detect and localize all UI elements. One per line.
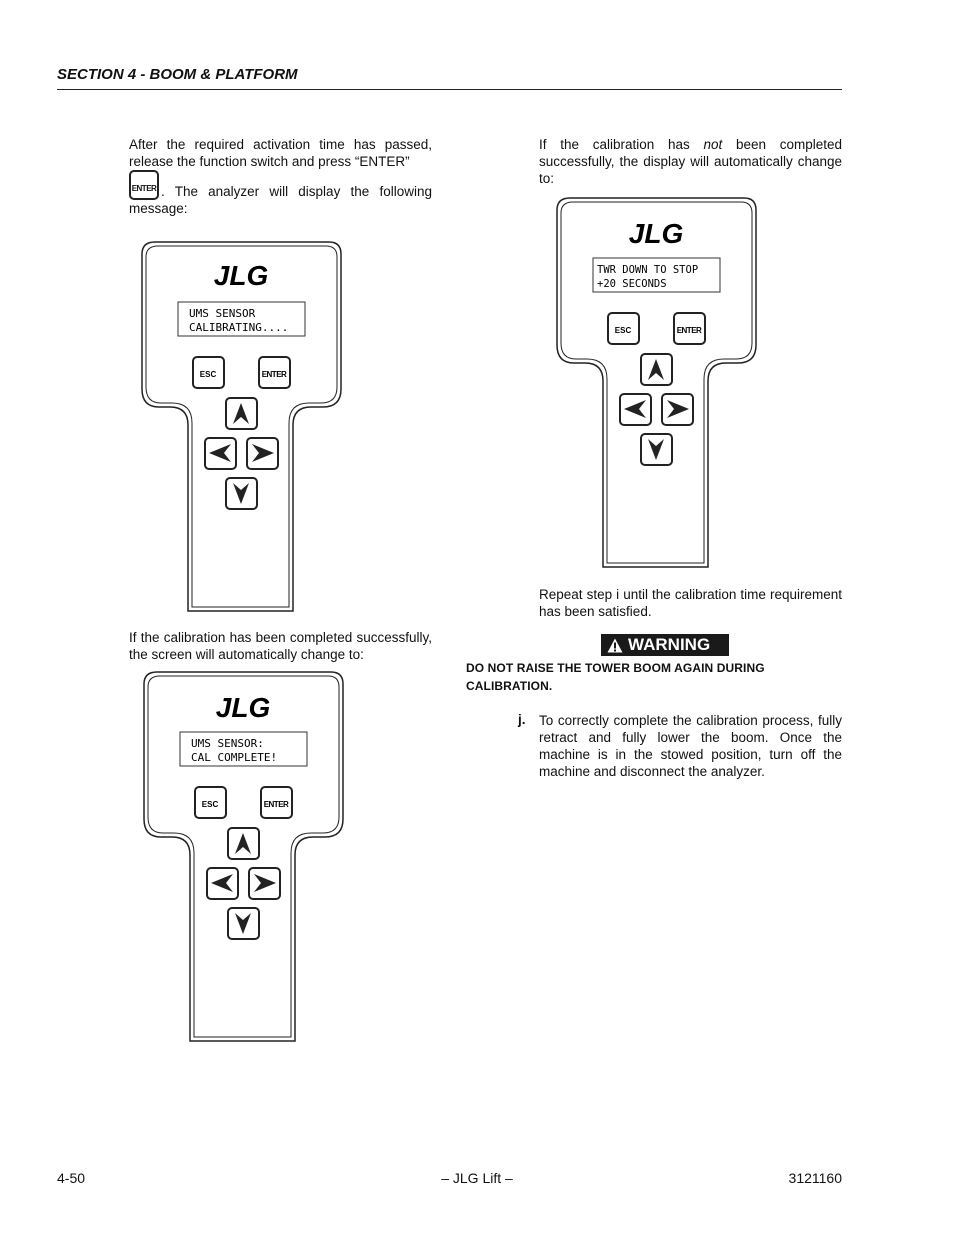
enter-button-1[interactable] bbox=[258, 356, 291, 389]
jlg-logo-1: JLG bbox=[214, 260, 268, 291]
down-arrow-button-2[interactable] bbox=[227, 907, 260, 940]
up-arrow-button-1[interactable] bbox=[225, 397, 258, 430]
left-para-1: After the required activation time has p… bbox=[129, 136, 432, 217]
device-2-line-2: CAL COMPLETE! bbox=[191, 751, 277, 764]
right-para-1: If the calibration has not been complete… bbox=[539, 137, 842, 186]
enter-button-1-label: ENTER bbox=[262, 370, 287, 379]
device-2-line-1: UMS SENSOR: bbox=[191, 737, 264, 750]
up-arrow-icon-1 bbox=[233, 403, 249, 424]
device-1-line-2: CALIBRATING.... bbox=[189, 321, 288, 334]
left-arrow-button-3[interactable] bbox=[619, 393, 652, 426]
left-para-1-text-b: . The analyzer will display the followin… bbox=[129, 184, 432, 216]
analyzer-device-2: JLG UMS SENSOR: CAL COMPLETE! ESC ENTER bbox=[143, 671, 344, 1042]
enter-key-icon: ENTER bbox=[129, 170, 159, 200]
device-1-line-1: UMS SENSOR bbox=[189, 307, 256, 320]
left-para-2: If the calibration has been completed su… bbox=[129, 630, 432, 662]
down-arrow-icon-1 bbox=[233, 483, 249, 504]
right-arrow-icon-2 bbox=[254, 874, 276, 892]
left-arrow-icon-1 bbox=[209, 444, 231, 462]
up-arrow-icon-2 bbox=[235, 833, 251, 854]
left-arrow-icon-3 bbox=[624, 400, 646, 418]
left-para-1-text-a: After the required activation time has p… bbox=[129, 137, 432, 169]
right-arrow-button-3[interactable] bbox=[661, 393, 694, 426]
page-number: 4-50 bbox=[57, 1170, 86, 1186]
jlg-logo-3: JLG bbox=[629, 218, 683, 249]
esc-button-1-label: ESC bbox=[200, 370, 217, 379]
device-3-line-1: TWR DOWN TO STOP bbox=[597, 264, 698, 276]
enter-button-2-label: ENTER bbox=[264, 800, 289, 809]
up-arrow-button-2[interactable] bbox=[227, 827, 260, 860]
right-arrow-button-1[interactable] bbox=[246, 437, 279, 470]
up-arrow-button-3[interactable] bbox=[640, 353, 673, 386]
doc-number: 3121160 bbox=[788, 1170, 842, 1186]
down-arrow-button-3[interactable] bbox=[640, 433, 673, 466]
right-para-2: Repeat step i until the calibration time… bbox=[539, 587, 842, 619]
warning-text: DO NOT RAISE THE TOWER BOOM AGAIN DURING… bbox=[466, 661, 765, 693]
analyzer-device-1: JLG UMS SENSOR CALIBRATING.... ESC ENTER bbox=[141, 241, 342, 612]
left-arrow-button-1[interactable] bbox=[204, 437, 237, 470]
analyzer-device-3: JLG TWR DOWN TO STOP +20 SECONDS ESC ENT… bbox=[556, 197, 757, 568]
section-header: SECTION 4 - BOOM & PLATFORM bbox=[57, 66, 298, 83]
warning-label: WARNING bbox=[601, 634, 729, 656]
esc-button-1[interactable] bbox=[192, 356, 225, 389]
down-arrow-button-1[interactable] bbox=[225, 477, 258, 510]
footer-center: – JLG Lift – bbox=[441, 1170, 513, 1186]
esc-button-2[interactable] bbox=[194, 786, 227, 819]
jlg-logo-2: JLG bbox=[216, 692, 270, 723]
left-arrow-button-2[interactable] bbox=[206, 867, 239, 900]
down-arrow-icon-2 bbox=[235, 913, 251, 934]
down-arrow-icon-3 bbox=[648, 439, 664, 460]
emphasis-not: not bbox=[703, 137, 723, 152]
right-arrow-button-2[interactable] bbox=[248, 867, 281, 900]
up-arrow-icon-3 bbox=[648, 359, 664, 380]
warning-triangle-icon bbox=[607, 638, 623, 653]
left-arrow-icon-2 bbox=[211, 874, 233, 892]
enter-button-3-label: ENTER bbox=[677, 326, 702, 335]
step-label: j. bbox=[518, 712, 526, 727]
enter-button-2[interactable] bbox=[260, 786, 293, 819]
esc-button-2-label: ESC bbox=[202, 800, 219, 809]
esc-button-3-label: ESC bbox=[615, 326, 632, 335]
esc-button-3[interactable] bbox=[607, 312, 640, 345]
device-3-line-2: +20 SECONDS bbox=[597, 278, 667, 290]
header-rule bbox=[57, 89, 842, 90]
right-arrow-icon-1 bbox=[252, 444, 274, 462]
enter-button-3[interactable] bbox=[673, 312, 706, 345]
right-arrow-icon-3 bbox=[667, 400, 689, 418]
step-text: To correctly complete the calibration pr… bbox=[539, 713, 842, 779]
